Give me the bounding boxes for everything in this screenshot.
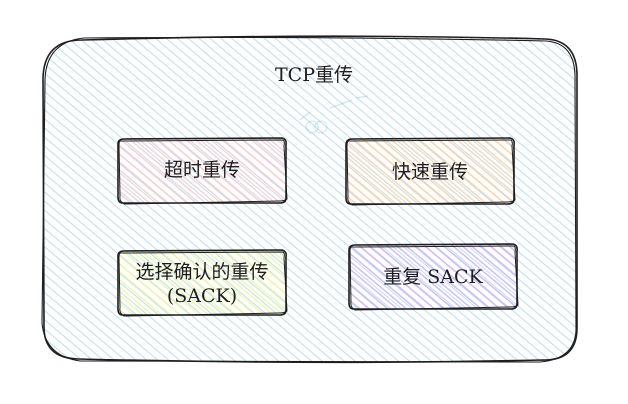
- watermark-logo: [299, 95, 369, 134]
- box-timeout-retransmission: [117, 137, 288, 205]
- box-label-line-2: (SACK): [166, 285, 238, 307]
- box-label-line: 选择确认的重传: [135, 261, 269, 283]
- box-label-line: 快速重传: [391, 161, 468, 183]
- box-label-dsack: 重复 SACK: [349, 265, 517, 289]
- box-label-line: 重复 SACK: [383, 266, 483, 288]
- box-duplicate-sack: [348, 243, 519, 311]
- box-sack-retransmission: [117, 249, 288, 317]
- box-fast-retransmission: [345, 137, 516, 206]
- box-label-timeout: 超时重传: [118, 158, 286, 182]
- box-label-fast: 快速重传: [346, 160, 514, 184]
- diagram-title: TCP重传: [275, 64, 353, 86]
- box-label-line: 超时重传: [163, 159, 240, 181]
- box-label-sack: 选择确认的重传 (SACK): [118, 260, 286, 308]
